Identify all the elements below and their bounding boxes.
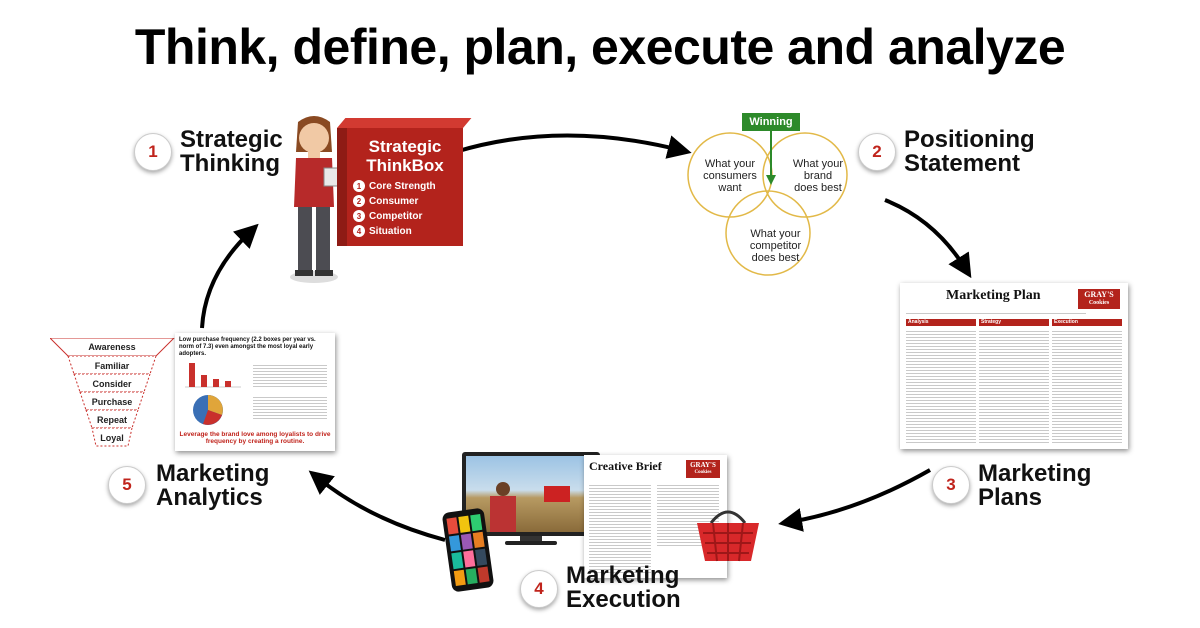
winning-label: Winning <box>742 113 800 131</box>
arrow-2-to-3 <box>884 198 972 279</box>
marketing-funnel <box>50 338 175 447</box>
mini-bar-chart <box>185 363 241 388</box>
arrow-1-to-2 <box>454 133 692 159</box>
arrow-3-to-4 <box>778 468 931 532</box>
step-4-badge: 4 <box>520 570 558 608</box>
column-execution: Execution <box>1052 319 1122 326</box>
step-5-badge: 5 <box>108 466 146 504</box>
step-3-badge: 3 <box>932 466 970 504</box>
marketing-plan-title: Marketing Plan <box>946 288 1041 303</box>
column-strategy: Strategy <box>979 319 1049 326</box>
mini-pie-chart <box>193 395 223 425</box>
thinkbox-top <box>337 118 472 128</box>
funnel-stage: Familiar <box>94 361 130 371</box>
shopping-basket-icon <box>697 510 759 562</box>
step-2-badge: 2 <box>858 133 896 171</box>
funnel-stage: Consider <box>92 379 132 389</box>
venn-circle-competitor <box>725 190 811 276</box>
arrow-5-to-1 <box>200 223 259 329</box>
tv-stand <box>520 536 542 542</box>
analytics-footer: Leverage the brand love among loyalists … <box>179 431 331 445</box>
tv-base <box>505 541 557 545</box>
step-1-badge: 1 <box>134 133 172 171</box>
venn-diagram <box>687 131 848 276</box>
presenter-figure <box>290 116 353 283</box>
column-analysis: Analysis <box>906 319 976 326</box>
arrow-4-to-5 <box>308 470 446 542</box>
creative-brief-title: Creative Brief <box>589 459 662 473</box>
analytics-headline: Low purchase frequency (2.2 boxes per ye… <box>179 337 316 357</box>
funnel-stage: Repeat <box>96 415 127 425</box>
page-title: Think, define, plan, execute and analyze <box>134 19 1066 75</box>
analytics-slide: Low purchase frequency (2.2 boxes per ye… <box>175 333 335 451</box>
thinkbox-side <box>337 128 347 246</box>
funnel-stage: Awareness <box>88 342 136 352</box>
funnel-stage: Loyal <box>100 433 124 443</box>
funnel-stage: Purchase <box>91 397 133 407</box>
venn-circle-brand <box>762 132 848 218</box>
